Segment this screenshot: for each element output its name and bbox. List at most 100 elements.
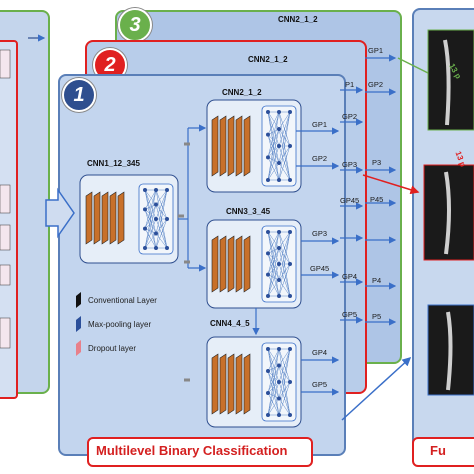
main-cnn-fc-node	[154, 188, 158, 192]
cnn-b-fc-edge	[267, 231, 280, 254]
panel-3-output-arrows	[365, 54, 397, 326]
main-cnn-fc-edge	[144, 189, 157, 205]
main-cnn-fc-node	[165, 217, 169, 221]
main-cnn-fc-edge	[144, 189, 157, 220]
cnn-a-fc-node	[277, 161, 281, 165]
cnn-b-fc-node	[288, 230, 292, 234]
cnn-a-fc-edge	[267, 157, 280, 164]
cnn-c-fc-edge	[267, 392, 280, 399]
cnn-b-fc-edge	[278, 231, 291, 249]
cnn-c-fc-node	[266, 413, 270, 417]
cnn-c-layer	[219, 353, 227, 415]
cnn-a-layer	[243, 115, 251, 177]
main-cnn-fc-edge	[144, 209, 157, 249]
cnn-b-fc-edge	[267, 231, 280, 249]
panel-3-gp3-label: P3	[372, 158, 382, 167]
cnn-b-fc-edge	[267, 274, 280, 297]
cnn-c-fc-edge	[267, 365, 280, 372]
layer-stacks	[85, 115, 251, 415]
main-cnn-fc-edge	[144, 204, 157, 229]
main-cnn-fc-node	[143, 226, 147, 231]
gp5-label: GP5	[312, 380, 328, 389]
maxpool-layer-legend-icon	[76, 316, 81, 332]
cnn-b-fc-node	[266, 251, 270, 256]
cnn-b-fc-edge	[267, 253, 280, 265]
main-cnn-fc-edge	[155, 189, 168, 249]
cnn-b-fc-edge	[267, 231, 280, 281]
main-cnn-fc-edge	[144, 204, 157, 249]
cnn-a-fc-edge	[267, 157, 280, 181]
red-connector	[362, 174, 420, 195]
main-cnn-fc-node	[165, 246, 169, 250]
legend-conv-label: Conventional Layer	[88, 296, 157, 305]
panel-3-gp45-label: P45	[370, 195, 384, 204]
conv-layer-legend-icon	[76, 292, 81, 308]
main-cnn-fc-node	[143, 207, 147, 212]
gp45-label: GP45	[310, 264, 330, 273]
cnn-b-fc-edge	[267, 231, 280, 275]
cnn-b-label: CNN3_3_45	[226, 207, 271, 216]
cnn-b-fc-edge	[267, 253, 280, 281]
cnn-c-fc-edge	[267, 348, 280, 416]
main-cnn-fc-edge	[155, 233, 168, 249]
cnn-a-fc-edge	[267, 162, 280, 181]
cnn-a-fc-node	[277, 110, 281, 114]
panel-3-gp1-label: GP1	[368, 46, 384, 55]
cnn-a-fc-edge	[267, 145, 280, 181]
cnn-c-fc-node	[266, 369, 270, 373]
cnn-c-fc-node	[277, 413, 281, 417]
cnn-a-fc-edge	[278, 162, 291, 181]
cnn-c-fc-edge	[278, 348, 291, 416]
cnn-c-fc-edge	[267, 365, 280, 416]
cnn-b-fc-node	[288, 262, 292, 266]
cnn-b-fc-edge	[267, 263, 280, 297]
cnn-a-fc-node	[288, 144, 292, 148]
gp4-label: GP4	[312, 348, 328, 357]
panel-2-gp3-label: GP3	[342, 160, 358, 169]
main-cnn-layer	[85, 191, 93, 245]
cnn-c-label: CNN4_4_5	[210, 319, 250, 328]
main-cnn-fc-node	[154, 246, 158, 250]
panel-3-gp2-label: GP2	[368, 80, 384, 89]
main-cnn-fc-edge	[144, 218, 157, 229]
panel-2-gp1-label: P1	[345, 80, 355, 89]
cnn-c-fc-edge	[267, 381, 280, 416]
cnn-a-layer	[211, 115, 219, 177]
panel-3-gp5-label: P5	[372, 312, 382, 321]
cnn-c-fc-node	[277, 380, 281, 384]
main-caption-box	[87, 437, 313, 467]
main-cnn-fc-edge	[155, 218, 168, 234]
badge-1: 1	[62, 78, 96, 112]
cnn-a-fc-edge	[278, 145, 291, 164]
main-cnn-fc-edge	[144, 209, 157, 234]
cnn-b-layer	[211, 235, 219, 293]
cnn-a-fc-edge	[278, 111, 291, 181]
cnn-b-fc-node	[277, 262, 281, 266]
cnn-c-fc-node	[277, 363, 281, 368]
main-cnn-fc-edge	[144, 204, 157, 210]
cnn-a-fc-edge	[267, 134, 280, 147]
main-caption: Multilevel Binary Classification	[96, 443, 288, 458]
cnn-b-fc-edge	[267, 279, 280, 297]
cnn-b-fc-edge	[267, 263, 280, 275]
cnn-c-fc-edge	[267, 370, 280, 399]
panel-2-gp2-label: GP2	[342, 112, 358, 121]
cnn-a-layer	[219, 115, 227, 177]
main-cnn-fc-edge	[144, 189, 157, 229]
cnn-c-fc-edge	[267, 370, 280, 383]
main-cnn-label: CNN1_12_345	[87, 159, 140, 168]
main-cnn-fc-edge	[155, 218, 168, 249]
cnn-c-fc-edge	[267, 348, 280, 399]
cnn-c-layer	[211, 353, 219, 415]
legend-dropout-label: Dropout layer	[88, 344, 137, 353]
cnn-b-fc-edge	[278, 263, 291, 281]
cnn-a-label: CNN2_1_2	[222, 88, 262, 97]
cnn-c-fc-edge	[278, 398, 291, 416]
panel-2-gp45-label: GP45	[340, 196, 360, 205]
panel-2-output-arrows	[340, 86, 364, 324]
right-caption: Fu	[430, 443, 446, 458]
main-cnn-layer	[93, 191, 101, 245]
cnn-a-fc-node	[288, 178, 292, 182]
cnn-a-fc-edge	[267, 111, 280, 164]
cnn-c-fc-edge	[267, 348, 280, 372]
